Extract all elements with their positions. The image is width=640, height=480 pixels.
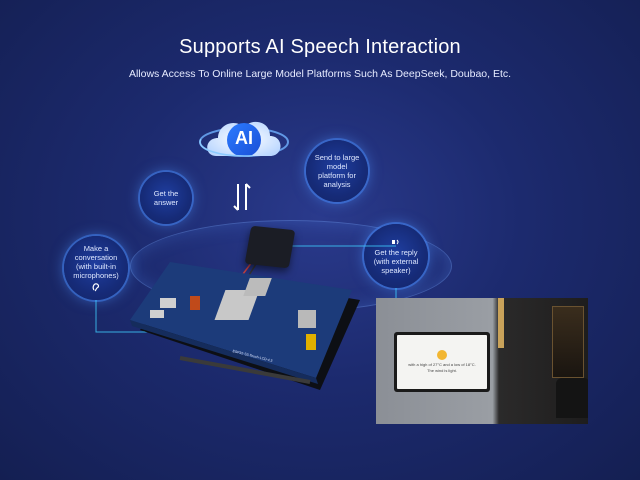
bubble-send-platform: Send to large model platform for analysi…: [306, 140, 368, 202]
screen-line-1: with a high of 27°C and a low of 18°C.: [408, 362, 476, 367]
ai-cloud-icon: AI: [196, 100, 292, 190]
ear-icon: [92, 283, 100, 292]
screen-line-2: The wind is light.: [427, 368, 457, 373]
bubble-get-answer: Get the answer: [140, 172, 192, 224]
weather-emoji-icon: [437, 350, 447, 360]
shelf-light: [552, 306, 584, 378]
wall-lamp: [498, 298, 504, 348]
arrows-updown-icon: [232, 180, 252, 214]
speaker-icon: [392, 239, 399, 245]
bubble-reply: Get the reply (with external speaker): [364, 224, 428, 288]
bubble-conversation-text: Make a conversation (with built-in micro…: [73, 244, 119, 280]
bubble-get-answer-text: Get the answer: [153, 189, 179, 207]
circuit-board: ESP32-S3-Touch-LCD-4.3: [120, 250, 370, 400]
room-photo: with a high of 27°C and a low of 18°C. T…: [376, 298, 588, 424]
bubble-conversation: Make a conversation (with built-in micro…: [64, 236, 128, 300]
chair: [556, 378, 588, 418]
device-screen: with a high of 27°C and a low of 18°C. T…: [394, 332, 490, 392]
bubble-reply-text: Get the reply (with external speaker): [373, 248, 419, 275]
page-subtitle: Allows Access To Online Large Model Plat…: [128, 68, 512, 80]
page-title: Supports AI Speech Interaction: [179, 36, 461, 58]
ai-label: AI: [235, 128, 253, 148]
bubble-send-platform-text: Send to large model platform for analysi…: [314, 153, 360, 189]
